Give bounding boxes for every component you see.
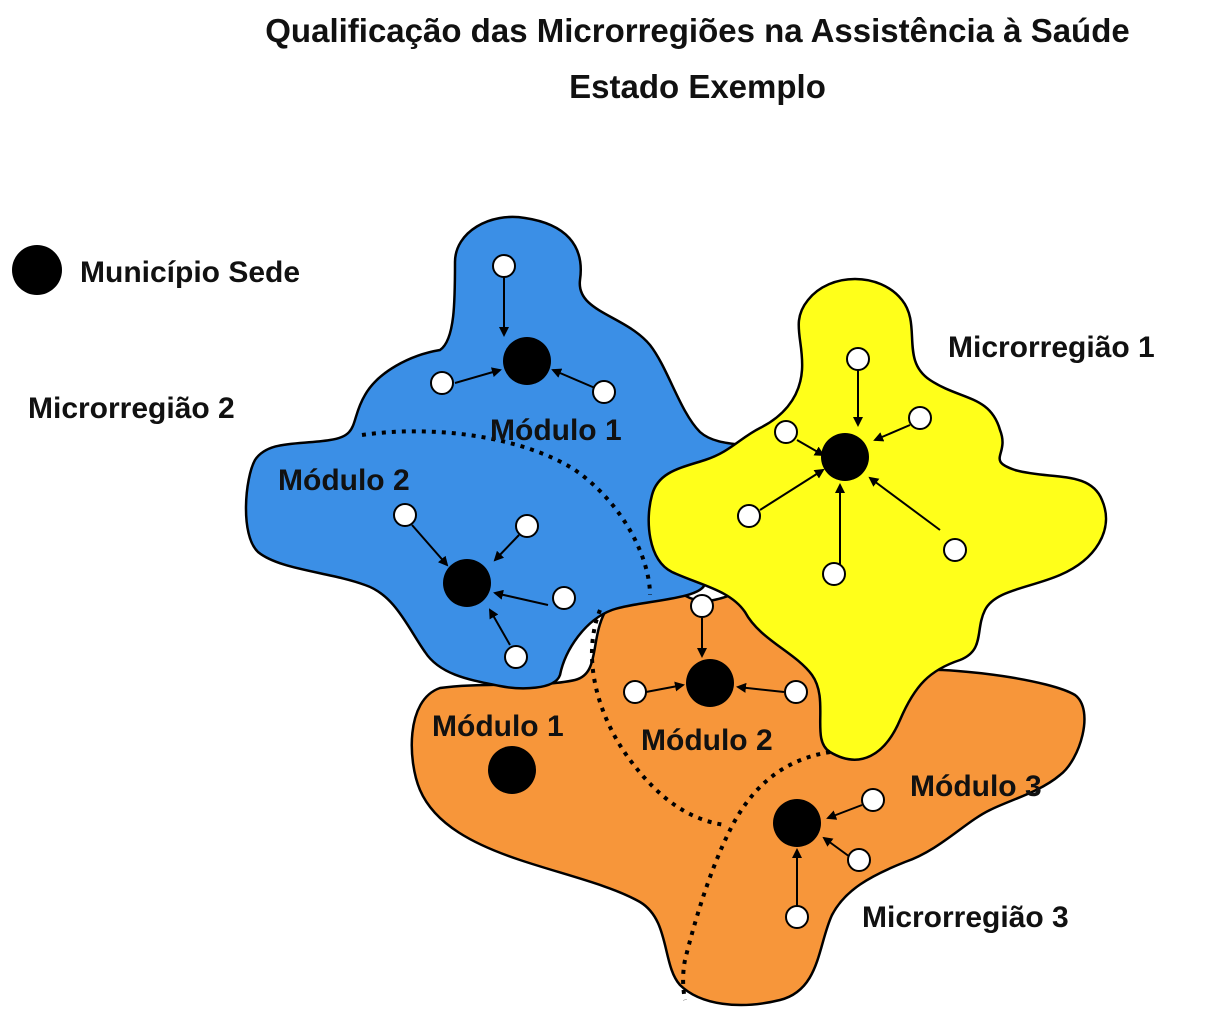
municipio-circle: [393, 503, 417, 527]
municipio-circle: [847, 848, 871, 872]
sede-circle: [773, 799, 821, 847]
flow-arrows: [411, 277, 941, 908]
sede-circles: [443, 337, 869, 847]
municipio-circle: [492, 254, 516, 278]
municipio-circle: [737, 504, 761, 528]
diagram-subtitle: Estado Exemplo: [569, 68, 826, 105]
municipio-circle: [943, 538, 967, 562]
mr3-modulo-1-label: Módulo 1: [432, 710, 564, 743]
mr3-modulo-2-label: Módulo 2: [641, 724, 773, 757]
municipio-circle: [504, 645, 528, 669]
municipio-circle: [515, 514, 539, 538]
mr3-modulo-3-label: Módulo 3: [910, 770, 1042, 803]
sede-circle: [488, 746, 536, 794]
municipio-circle: [785, 905, 809, 929]
municipio-circle: [592, 380, 616, 404]
legend-label: Município Sede: [80, 256, 300, 289]
microrregiao-1-region: [647, 277, 1108, 761]
sede-circle: [503, 337, 551, 385]
municipio-circle: [774, 420, 798, 444]
mr2-modulo-1-label: Módulo 1: [490, 414, 622, 447]
municipio-circle: [690, 594, 714, 618]
municipio-circles: [393, 254, 967, 929]
sede-circle: [686, 659, 734, 707]
municipio-circle: [430, 371, 454, 395]
municipio-circle: [846, 347, 870, 371]
microrregiao-2-label: Microrregião 2: [28, 392, 235, 425]
legend-sede-icon: [12, 245, 62, 295]
municipio-circle: [623, 680, 647, 704]
sede-circle: [821, 433, 869, 481]
module-boundary-line: [681, 750, 831, 1001]
mr2-modulo-2-label: Módulo 2: [278, 464, 410, 497]
municipio-circle: [908, 406, 932, 430]
sede-circle: [443, 559, 491, 607]
module-boundary-line: [590, 609, 726, 827]
microrregiao-1-label: Microrregião 1: [948, 331, 1155, 364]
municipio-circle: [822, 562, 846, 586]
municipio-circle: [552, 586, 576, 610]
municipio-circle: [784, 680, 808, 704]
municipio-circle: [861, 788, 885, 812]
microrregiao-2-region: [244, 215, 778, 690]
module-boundary-line: [361, 429, 652, 596]
microrregiao-3-label: Microrregião 3: [862, 901, 1069, 934]
diagram-title: Qualificação das Microrregiões na Assist…: [265, 12, 1130, 49]
